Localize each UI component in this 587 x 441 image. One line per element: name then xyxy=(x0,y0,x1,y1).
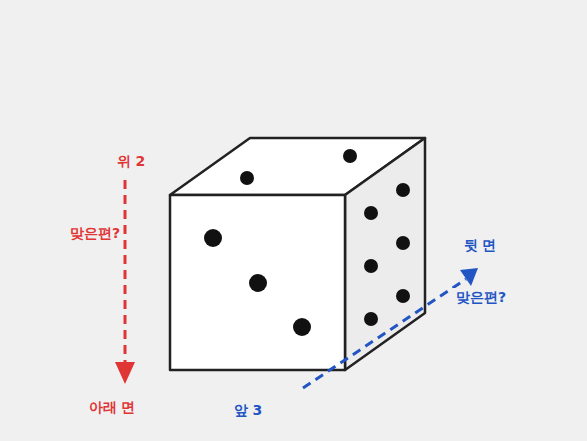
annotation-label: 맞은편? xyxy=(67,224,123,243)
red-dashed-arrow xyxy=(124,180,127,372)
blue-arrowhead xyxy=(460,268,478,286)
blue-dashed-arrow xyxy=(303,279,466,388)
pips xyxy=(204,149,410,336)
annotation-label: 위 2 xyxy=(114,152,149,171)
annotation-label: 앞 3 xyxy=(231,401,266,420)
die xyxy=(170,138,425,370)
red-arrowhead xyxy=(115,362,135,384)
annotation-label: 뒷 면 xyxy=(461,236,500,255)
annotation-label: 아래 면 xyxy=(86,398,139,417)
annotation-label: 맞은편? xyxy=(453,288,509,307)
